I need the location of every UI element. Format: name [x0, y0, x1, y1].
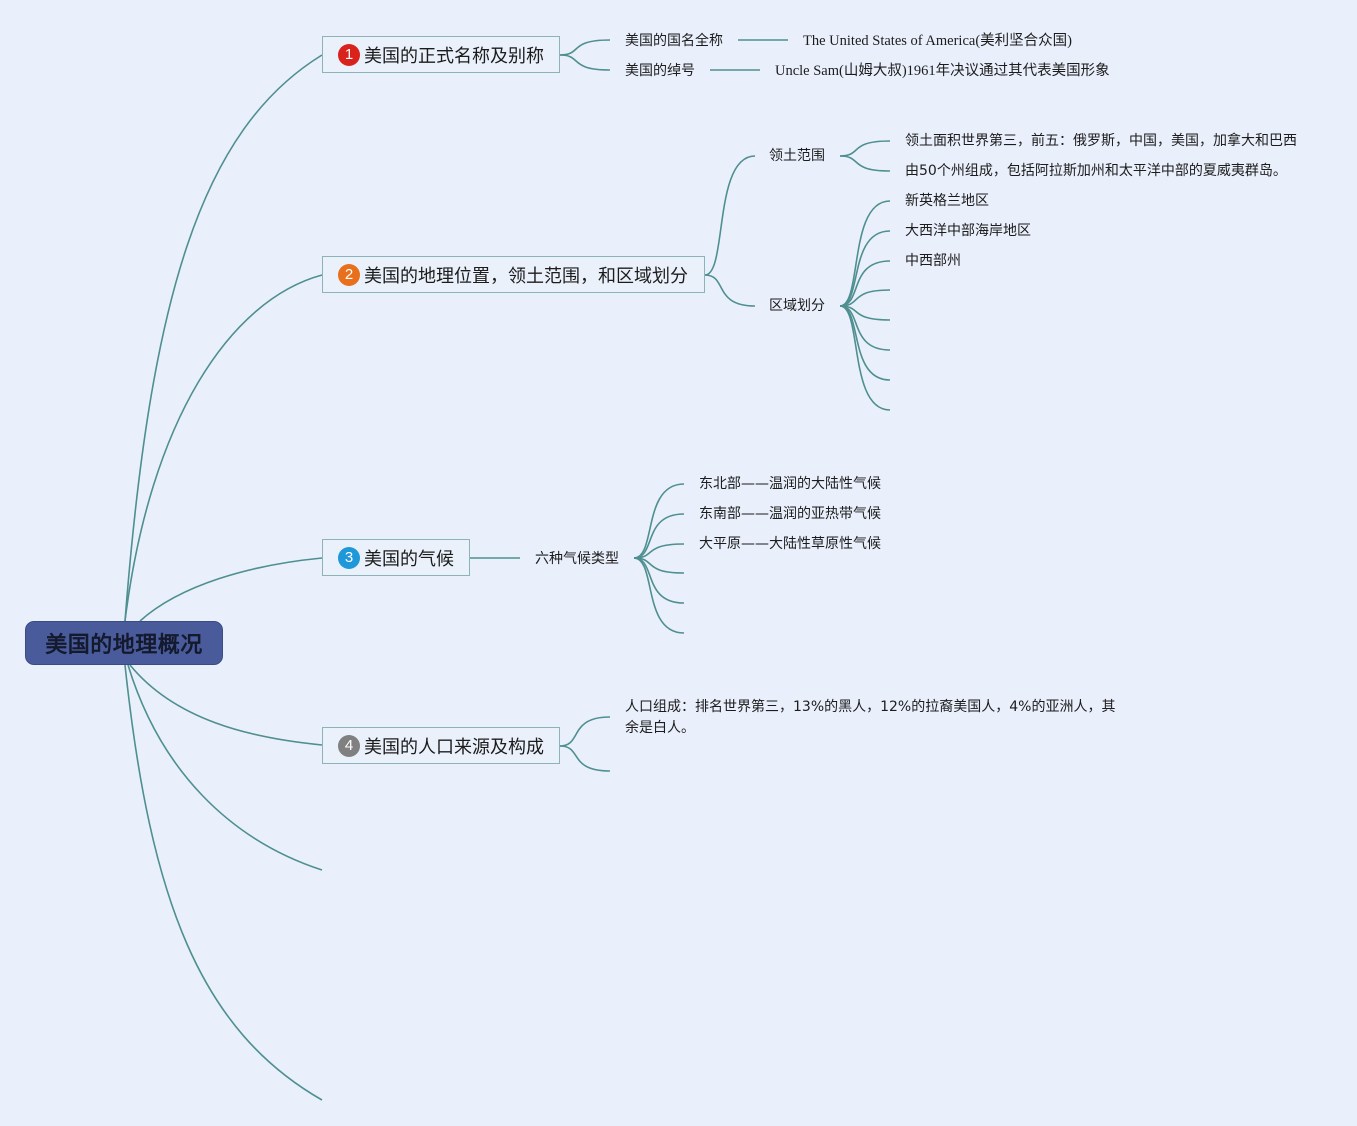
link-region-item-2: [839, 260, 891, 307]
link-root-topic3: [139, 557, 323, 622]
topic-geography[interactable]: 2 美国的地理位置，领土范围，和区域划分: [322, 256, 705, 293]
link-climate-item-2: [633, 543, 685, 559]
link-region-item-0: [839, 200, 891, 307]
link-climate-item-5: [633, 557, 685, 634]
territory-item[interactable]: 由50个州组成，包括阿拉斯加州和太平洋中部的夏威夷群岛。: [905, 163, 1287, 179]
link-territory-item-0: [839, 140, 891, 157]
detail-full-name[interactable]: The United States of America(美利坚合众国): [803, 33, 1072, 49]
link-root-topic1: [124, 54, 323, 622]
detail-nickname[interactable]: Uncle Sam(山姆大叔)1961年决议通过其代表美国形象: [775, 63, 1110, 79]
badge-4: 4: [338, 734, 360, 757]
topic-label: 美国的地理位置，领土范围，和区域划分: [364, 265, 688, 287]
topic-population[interactable]: 4 美国的人口来源及构成: [322, 727, 560, 764]
subtopic-territory[interactable]: 领土范围: [769, 148, 825, 164]
link-topic1-child-1: [559, 54, 611, 71]
root-topic-label: 美国的地理概况: [45, 633, 203, 658]
topic-label: 美国的正式名称及别称: [364, 45, 544, 67]
subtopic-regions[interactable]: 区域划分: [769, 298, 825, 314]
link-climate-item-4: [633, 557, 685, 604]
climate-item[interactable]: 东南部——温润的亚热带气候: [699, 506, 881, 522]
link-topic4-child-1: [559, 745, 611, 772]
territory-item[interactable]: 领土面积世界第三，前五：俄罗斯，中国，美国，加拿大和巴西: [905, 133, 1297, 149]
link-topic2-child-1: [704, 274, 756, 307]
subtopic-full-name[interactable]: 美国的国名全称: [625, 33, 723, 49]
subtopic-climate-types[interactable]: 六种气候类型: [535, 551, 619, 567]
climate-item[interactable]: 大平原——大陆性草原性气候: [699, 536, 881, 552]
region-item[interactable]: 新英格兰地区: [905, 193, 989, 209]
topic-climate[interactable]: 3 美国的气候: [322, 539, 470, 576]
subtopic-nickname[interactable]: 美国的绰号: [625, 63, 695, 79]
link-territory-item-1: [839, 155, 891, 172]
link-climate-item-1: [633, 513, 685, 559]
badge-2: 2: [338, 263, 360, 286]
badge-1: 1: [338, 43, 360, 66]
root-topic[interactable]: 美国的地理概况: [25, 621, 223, 665]
link-topic1-child-0: [559, 39, 611, 56]
topic-label: 美国的人口来源及构成: [364, 736, 544, 758]
link-root-empty5: [127, 664, 323, 871]
topic-official-name[interactable]: 1 美国的正式名称及别称: [322, 36, 560, 73]
badge-3: 3: [338, 546, 360, 569]
climate-item[interactable]: 东北部——温润的大陆性气候: [699, 476, 881, 492]
region-item[interactable]: 大西洋中部海岸地区: [905, 223, 1031, 239]
subtopic-population-composition[interactable]: 人口组成：排名世界第三，13%的黑人，12%的拉裔美国人，4%的亚洲人，其余是白…: [625, 699, 1116, 736]
link-region-item-7: [839, 305, 891, 411]
link-topic4-child-0: [559, 716, 611, 747]
topic-label: 美国的气候: [364, 548, 454, 570]
link-root-topic2: [124, 274, 323, 622]
link-root-topic4: [129, 664, 323, 746]
link-region-item-3: [839, 289, 891, 307]
link-topic2-child-0: [704, 155, 756, 276]
link-region-item-1: [839, 230, 891, 307]
region-item[interactable]: 中西部州: [905, 253, 961, 269]
link-climate-item-0: [633, 483, 685, 559]
link-root-empty6: [124, 664, 323, 1101]
